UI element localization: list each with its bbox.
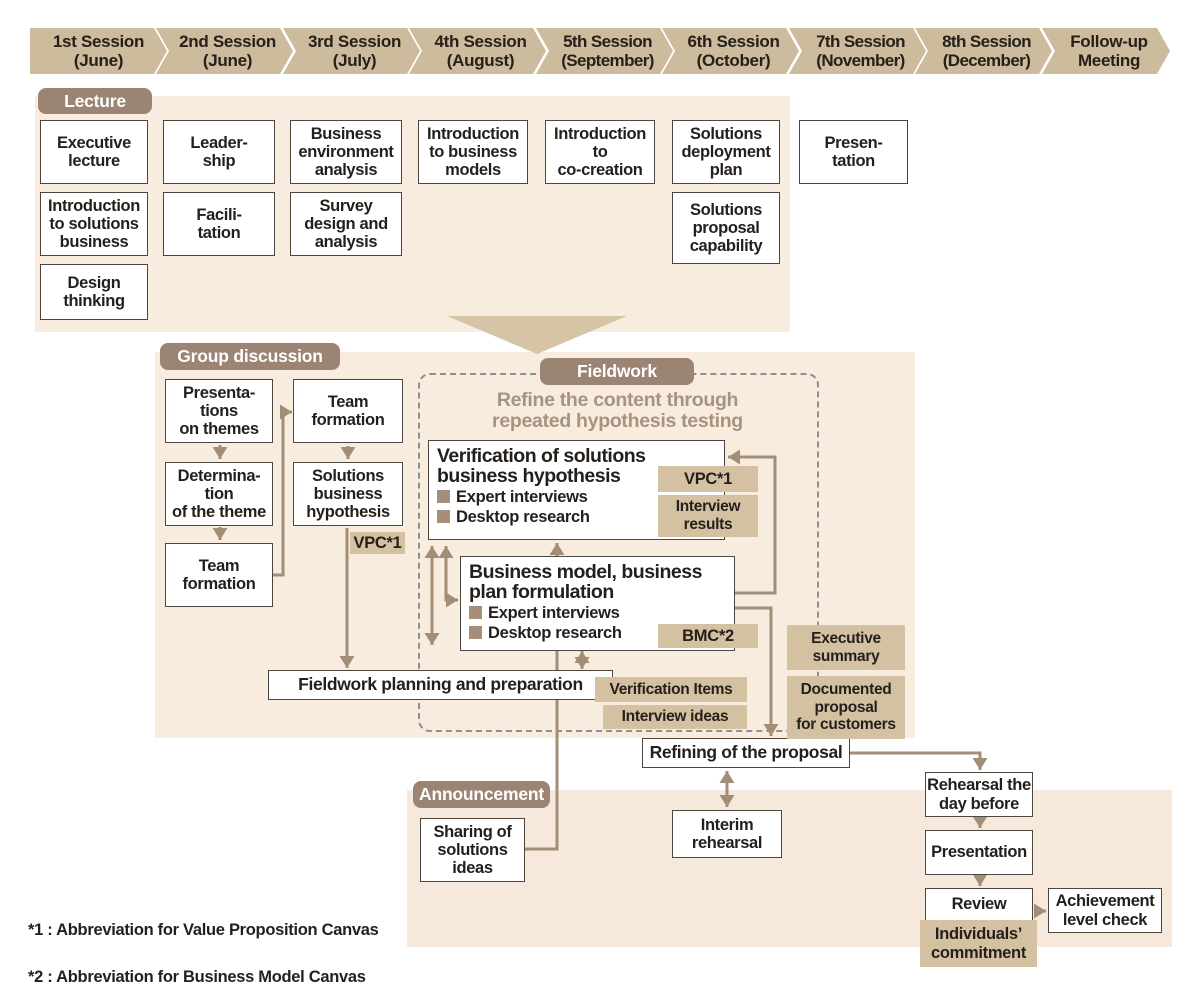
session-title: 2nd Session xyxy=(179,31,276,51)
business-model-box: Business model, business plan formulatio… xyxy=(460,556,735,651)
arrow-verification-to-business xyxy=(438,546,458,608)
vpc-tag-fieldwork: VPC*1 xyxy=(658,466,758,492)
lecture-box-intro-business-models: Introduction to business models xyxy=(418,120,528,184)
lecture-box-presentation: Presen- tation xyxy=(799,120,908,184)
lecture-box-executive-lecture: Executive lecture xyxy=(40,120,148,184)
announcement-panel xyxy=(407,790,1172,947)
business-bullet-2: Desktop research xyxy=(488,623,622,642)
lecture-to-group-triangle xyxy=(447,316,627,354)
fieldwork-note: Refine the content through repeated hypo… xyxy=(492,389,743,433)
arrow-business-to-verification-loop xyxy=(728,449,777,595)
verification-title: Verification of solutions business hypot… xyxy=(437,445,646,488)
sharing-solutions-ideas-box: Sharing of solutions ideas xyxy=(420,818,525,882)
lecture-box-leadership: Leader- ship xyxy=(163,120,275,184)
session-title: Follow-up xyxy=(1070,31,1148,51)
session-chevron-8: 8th Session (December) xyxy=(915,28,1052,74)
lecture-panel xyxy=(35,96,790,332)
announcement-section-tag: Announcement xyxy=(413,781,550,808)
arrow-refining-to-rehearsal xyxy=(850,751,988,770)
session-title: 8th Session xyxy=(942,31,1031,51)
footnote-1: *1 : Abbreviation for Value Proposition … xyxy=(28,921,379,940)
bullet-square-icon xyxy=(469,606,482,620)
session-month: (November) xyxy=(816,51,905,70)
lecture-box-intro-cocreation: Introduction to co-creation xyxy=(545,120,655,184)
group-box-team-formation-2: Team formation xyxy=(293,379,403,443)
business-model-title: Business model, business plan formulatio… xyxy=(469,561,702,604)
lecture-box-design-thinking: Design thinking xyxy=(40,264,148,320)
verification-items-tag: Verification Items xyxy=(595,677,747,702)
presentation-box: Presentation xyxy=(925,830,1033,875)
individuals-commitment-tag: Individuals’ commitment xyxy=(920,920,1037,967)
session-chevron-5: 5th Session (September) xyxy=(536,28,673,74)
interim-rehearsal-box: Interim rehearsal xyxy=(672,810,782,858)
footnotes: *1 : Abbreviation for Value Proposition … xyxy=(28,896,379,997)
session-title: 4th Session xyxy=(434,31,527,51)
session-title: 1st Session xyxy=(52,31,145,51)
lecture-box-facilitation: Facili- tation xyxy=(163,192,275,256)
verification-bullet-2: Desktop research xyxy=(456,507,590,526)
group-discussion-section-tag: Group discussion xyxy=(160,343,340,370)
group-box-solutions-business-hypothesis: Solutions business hypothesis xyxy=(293,462,403,526)
executive-summary-tag: Executive summary xyxy=(787,625,905,670)
session-month: (August) xyxy=(446,51,515,70)
refining-proposal-box: Refining of the proposal xyxy=(642,738,850,768)
session-month: (June) xyxy=(73,51,124,70)
session-title: 5th Session xyxy=(563,31,652,51)
business-bullet-1: Expert interviews xyxy=(488,603,620,622)
session-chevron-3: 3rd Session (July) xyxy=(283,28,420,74)
group-box-determination-of-theme: Determina- tion of the theme xyxy=(165,462,273,526)
interview-results-tag: Interview results xyxy=(658,495,758,537)
verification-bullet-1: Expert interviews xyxy=(456,487,588,506)
bullet-square-icon xyxy=(469,626,482,640)
vpc-tag-group: VPC*1 xyxy=(350,532,405,554)
session-month: Meeting xyxy=(1077,51,1141,70)
session-chevron-6: 6th Session (October) xyxy=(662,28,799,74)
session-month: (June) xyxy=(202,51,253,70)
session-chevron-7: 7th Session (November) xyxy=(789,28,926,74)
lecture-section-tag: Lecture xyxy=(38,88,152,114)
session-title: 3rd Session xyxy=(307,31,402,51)
fieldwork-planning-box: Fieldwork planning and preparation xyxy=(268,670,613,700)
fieldwork-section-tag: Fieldwork xyxy=(540,358,694,385)
bmc-tag: BMC*2 xyxy=(658,624,758,648)
footnote-2: *2 : Abbreviation for Business Model Can… xyxy=(28,968,366,987)
bullet-square-icon xyxy=(437,510,450,524)
documented-proposal-tag: Documented proposal for customers xyxy=(787,676,905,739)
session-chevron-1: 1st Session (June) xyxy=(30,28,167,74)
rehearsal-day-before-box: Rehearsal the day before xyxy=(925,772,1033,817)
group-box-presentations-on-themes: Presenta- tions on themes xyxy=(165,379,273,443)
session-title: 6th Session xyxy=(687,31,780,51)
interview-ideas-tag: Interview ideas xyxy=(603,705,747,729)
achievement-level-check-box: Achievement level check xyxy=(1048,888,1162,933)
arrow-business-to-refining xyxy=(735,606,779,736)
lecture-box-business-environment-analysis: Business environment analysis xyxy=(290,120,402,184)
bullet-square-icon xyxy=(437,490,450,504)
session-chevron-4: 4th Session (August) xyxy=(409,28,546,74)
lecture-box-solutions-deployment-plan: Solutions deployment plan xyxy=(672,120,780,184)
session-chevron-2: 2nd Session (June) xyxy=(156,28,293,74)
lecture-box-intro-solutions-business: Introduction to solutions business xyxy=(40,192,148,256)
group-box-team-formation-1: Team formation xyxy=(165,543,273,607)
session-month: (July) xyxy=(332,51,377,70)
session-month: (September) xyxy=(561,51,654,70)
session-month: (October) xyxy=(696,51,771,70)
session-title: 7th Session xyxy=(816,31,905,51)
lecture-box-survey-design: Survey design and analysis xyxy=(290,192,402,256)
arrow-team-to-team-formation xyxy=(273,404,292,577)
lecture-box-solutions-proposal-capability: Solutions proposal capability xyxy=(672,192,780,264)
session-chevron-followup: Follow-up Meeting xyxy=(1042,28,1170,74)
session-month: (December) xyxy=(942,51,1031,70)
